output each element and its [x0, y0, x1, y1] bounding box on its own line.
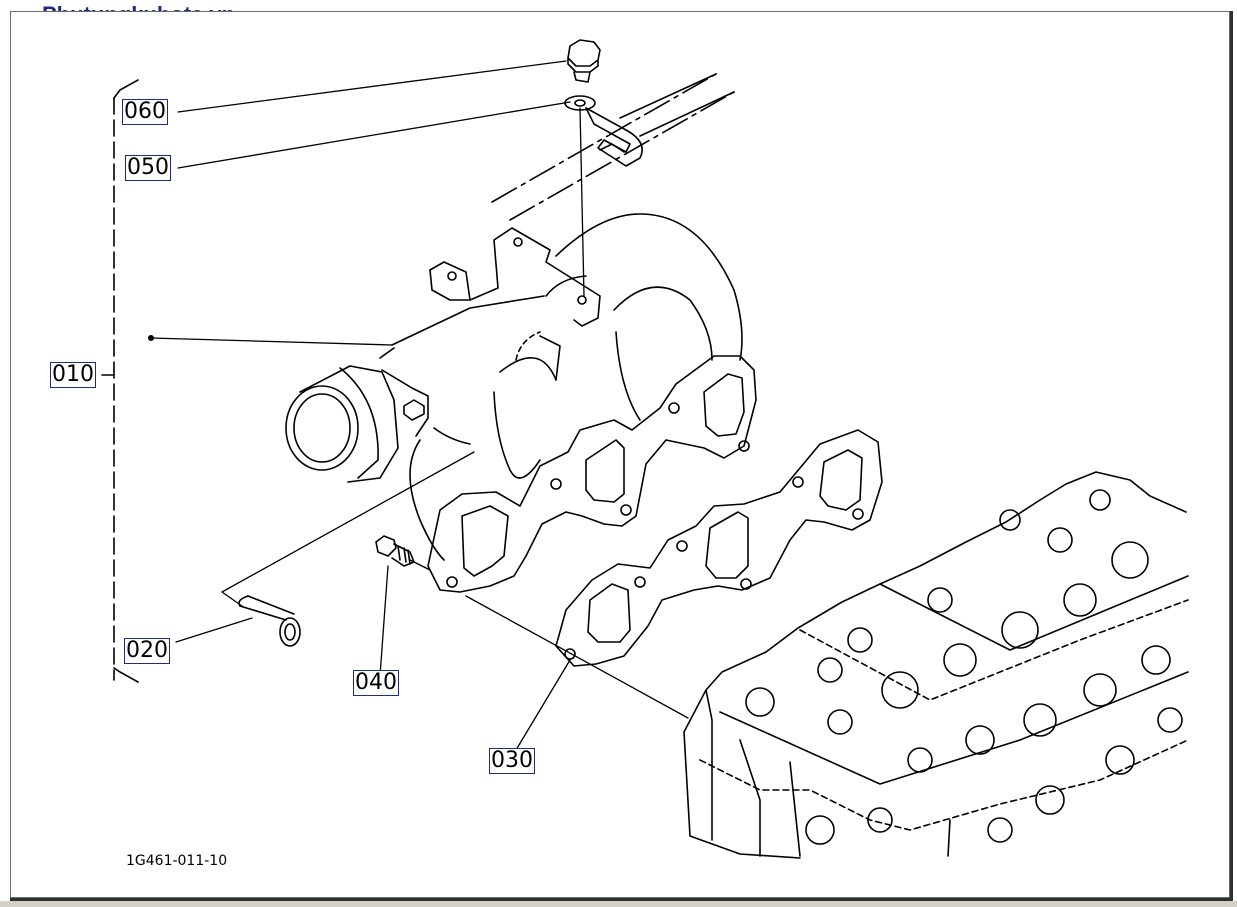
- drawing-number: 1G461-011-10: [126, 853, 228, 869]
- bolt-060: [564, 39, 601, 111]
- part-label-050[interactable]: 050: [125, 155, 171, 181]
- pipe-assembly: [491, 73, 735, 221]
- stud-bolt-040: [375, 535, 415, 567]
- window-bottom-bar: [0, 901, 1237, 907]
- part-label-060[interactable]: 060: [122, 99, 168, 125]
- part-label-020[interactable]: 020: [124, 638, 170, 664]
- leader-dot: [148, 335, 154, 341]
- gasket-030: [555, 429, 883, 667]
- leader-lines: [150, 60, 689, 751]
- pipe-020: [238, 595, 301, 647]
- frame-shadow: [10, 898, 1233, 901]
- part-label-010[interactable]: 010: [50, 362, 96, 388]
- cylinder-head: [683, 471, 1189, 859]
- diagram-frame: [10, 11, 1230, 898]
- part-label-040[interactable]: 040: [353, 670, 399, 696]
- frame-shadow: [1230, 11, 1233, 901]
- assembly-bracket: [101, 79, 139, 683]
- intake-manifold: [285, 213, 757, 593]
- part-label-030[interactable]: 030: [489, 748, 535, 774]
